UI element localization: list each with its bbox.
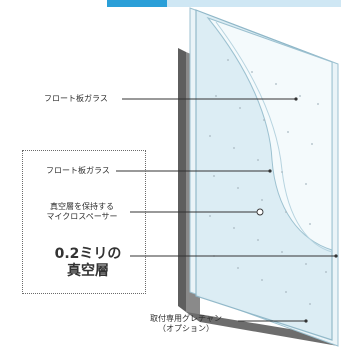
- microspacer-marker: [256, 208, 264, 216]
- label-vacuum-line2: 真空層: [67, 263, 109, 279]
- leader-dot-glazing: [304, 319, 308, 323]
- glazing-channel-bottom: [186, 312, 338, 346]
- label-glazing-line2: （オプション）: [158, 324, 214, 333]
- label-float-glass-inner: フロート板ガラス: [46, 166, 110, 175]
- leader-dot-vacuum: [334, 254, 338, 258]
- label-glazing-channel: 取付専用グレチャン （オプション）: [134, 314, 238, 334]
- label-microspacer-line2: マイクロスペーサー: [46, 212, 118, 221]
- label-microspacer: 真空層を保持する マイクロスペーサー: [36, 202, 128, 222]
- leader-lines: [116, 98, 336, 322]
- banner-accent: [107, 0, 167, 7]
- leader-dot-inner: [268, 169, 272, 173]
- leader-dot-outer: [294, 97, 298, 101]
- vacuum-detail-box: [22, 150, 146, 294]
- peeled-glass-curve: [206, 16, 333, 251]
- inner-edge-curve: [215, 21, 333, 253]
- microspacer-dots: [209, 59, 327, 305]
- label-float-glass-outer: フロート板ガラス: [44, 94, 108, 103]
- glazing-channel-side: [178, 48, 186, 312]
- label-vacuum-line1: 0.2ミリの: [54, 246, 122, 262]
- label-vacuum-layer: 0.2ミリの 真空層: [46, 246, 130, 280]
- banner-background: [167, 0, 341, 7]
- label-glazing-line1: 取付専用グレチャン: [150, 314, 222, 323]
- label-microspacer-line1: 真空層を保持する: [50, 202, 114, 211]
